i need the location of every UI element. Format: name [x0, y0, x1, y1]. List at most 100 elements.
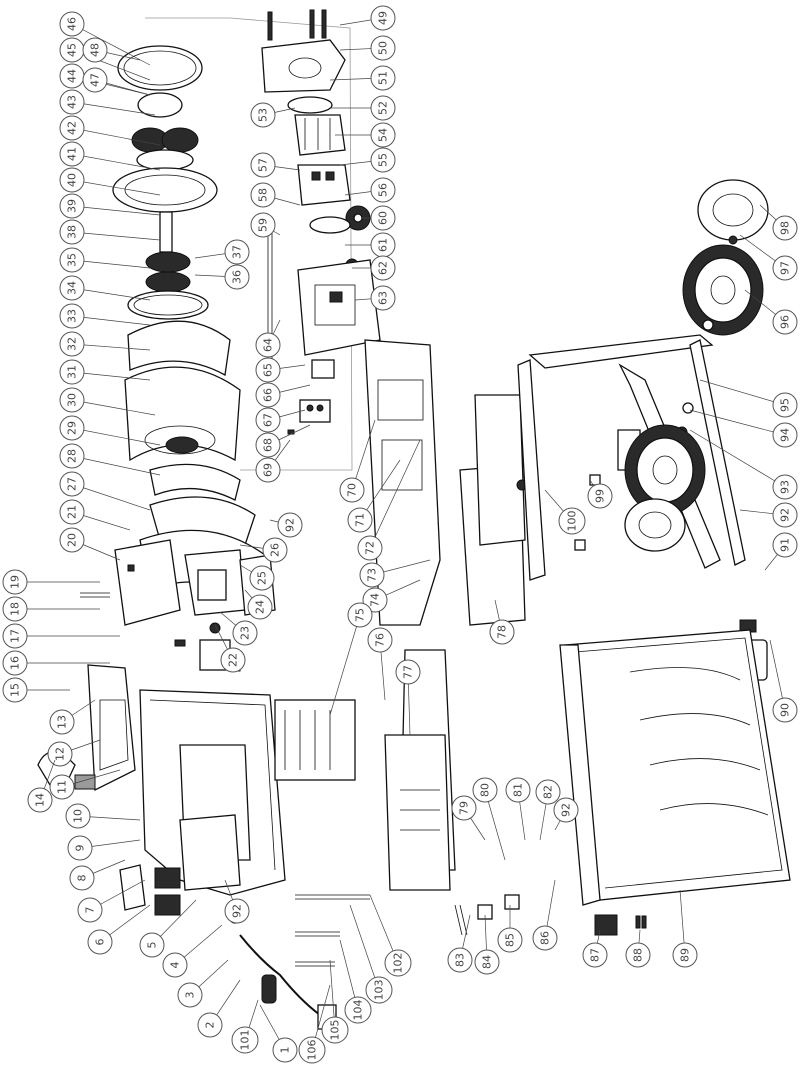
callout-circle-40 — [59, 167, 85, 193]
callout-circle-58 — [250, 182, 276, 208]
callout-number-29: 29 — [66, 421, 79, 435]
callout-33: 33 — [59, 303, 151, 329]
callout-leader-39 — [71, 205, 161, 216]
callout-circle-8 — [69, 865, 95, 891]
callout-number-46: 46 — [66, 17, 79, 31]
callout-number-21: 21 — [66, 505, 79, 519]
callout-number-48: 48 — [89, 43, 102, 57]
callout-number-68: 68 — [262, 438, 275, 452]
callout-circle-101 — [231, 1026, 259, 1054]
callout-number-28: 28 — [66, 449, 79, 463]
callout-circle-60 — [370, 205, 396, 231]
callout-circle-20 — [59, 527, 85, 553]
callout-number-16: 16 — [9, 656, 22, 670]
hoses — [295, 894, 520, 967]
callout-circle-82 — [535, 779, 561, 805]
callout-leader-43 — [71, 101, 156, 116]
callout-14: 14 — [27, 759, 56, 813]
callout-circle-36 — [224, 264, 250, 290]
callout-number-89: 89 — [679, 948, 692, 962]
callout-number-51: 51 — [377, 71, 390, 85]
callout-number-82: 82 — [542, 785, 555, 799]
callout-number-84: 84 — [481, 955, 494, 969]
callout-102: 102 — [369, 894, 412, 977]
callout-76: 76 — [367, 627, 393, 701]
callout-106: 106 — [298, 984, 331, 1064]
callout-number-19: 19 — [9, 575, 22, 589]
callout-number-80: 80 — [479, 783, 492, 797]
callout-circle-94 — [772, 422, 798, 448]
callout-circle-29 — [59, 415, 85, 441]
callout-42: 42 — [59, 115, 161, 146]
callout-89: 89 — [672, 889, 698, 968]
callout-86: 86 — [532, 879, 558, 951]
callout-leader-103 — [349, 904, 380, 991]
callout-circle-72 — [357, 535, 383, 561]
callout-circle-54 — [370, 122, 396, 148]
outer-shell — [559, 629, 791, 936]
callout-56: 56 — [344, 177, 396, 203]
callout-leader-34 — [71, 287, 151, 301]
callout-78: 78 — [489, 599, 515, 645]
callout-39: 39 — [59, 193, 161, 219]
callout-number-40: 40 — [66, 173, 79, 187]
callout-24: 24 — [244, 589, 273, 620]
callout-number-52: 52 — [377, 101, 390, 115]
callout-87: 87 — [582, 929, 608, 968]
callout-circle-51 — [370, 65, 396, 91]
callout-38: 38 — [59, 219, 161, 245]
callout-circle-78 — [489, 619, 515, 645]
callout-number-102: 102 — [392, 953, 405, 974]
callout-61: 61 — [345, 232, 396, 258]
callout-number-11: 11 — [56, 780, 69, 794]
callout-number-90: 90 — [779, 703, 792, 717]
callout-number-66: 66 — [262, 388, 275, 402]
callout-3: 3 — [177, 959, 229, 1008]
callout-number-87: 87 — [589, 948, 602, 962]
callout-48: 48 — [82, 37, 141, 63]
callout-number-17: 17 — [9, 629, 22, 643]
callout-circle-53 — [250, 102, 276, 128]
callout-number-73: 73 — [366, 568, 379, 582]
callout-number-12: 12 — [54, 747, 67, 761]
callout-circle-67 — [255, 407, 281, 433]
callout-12: 12 — [47, 739, 101, 767]
callout-circle-42 — [59, 115, 85, 141]
callout-circle-93 — [772, 474, 798, 500]
callout-circle-92 — [772, 502, 798, 528]
callout-96: 96 — [744, 289, 798, 335]
callout-circle-14 — [27, 787, 53, 813]
callout-number-15: 15 — [9, 683, 22, 697]
callout-circle-103 — [365, 976, 393, 1004]
callout-number-70: 70 — [346, 483, 359, 497]
callout-circle-86 — [532, 925, 558, 951]
callout-circle-92d — [277, 512, 303, 538]
callout-circle-24 — [247, 594, 273, 620]
callout-circle-90 — [772, 697, 798, 723]
callout-73: 73 — [359, 559, 431, 588]
callout-circle-95 — [772, 392, 798, 418]
callout-circle-35 — [59, 247, 85, 273]
callout-circle-22 — [220, 647, 246, 673]
callout-number-74: 74 — [369, 593, 382, 607]
callout-34: 34 — [59, 275, 151, 301]
callout-50: 50 — [339, 35, 396, 61]
callout-number-32: 32 — [66, 337, 79, 351]
callout-circle-64 — [255, 332, 281, 358]
callout-number-106: 106 — [306, 1040, 319, 1061]
callout-number-53: 53 — [257, 108, 270, 122]
callout-number-91: 91 — [779, 538, 792, 552]
callout-circle-76 — [367, 627, 393, 653]
callout-92d: 92 — [269, 512, 303, 538]
callout-number-54: 54 — [377, 128, 390, 142]
callout-number-60: 60 — [377, 211, 390, 225]
callout-circle-68 — [255, 432, 281, 458]
callout-6: 6 — [87, 904, 151, 955]
callout-number-105: 105 — [329, 1020, 342, 1041]
callout-49: 49 — [339, 5, 396, 31]
callout-20: 20 — [59, 527, 121, 561]
callout-number-38: 38 — [66, 225, 79, 239]
callout-circle-15 — [2, 677, 28, 703]
callout-circle-55 — [370, 147, 396, 173]
